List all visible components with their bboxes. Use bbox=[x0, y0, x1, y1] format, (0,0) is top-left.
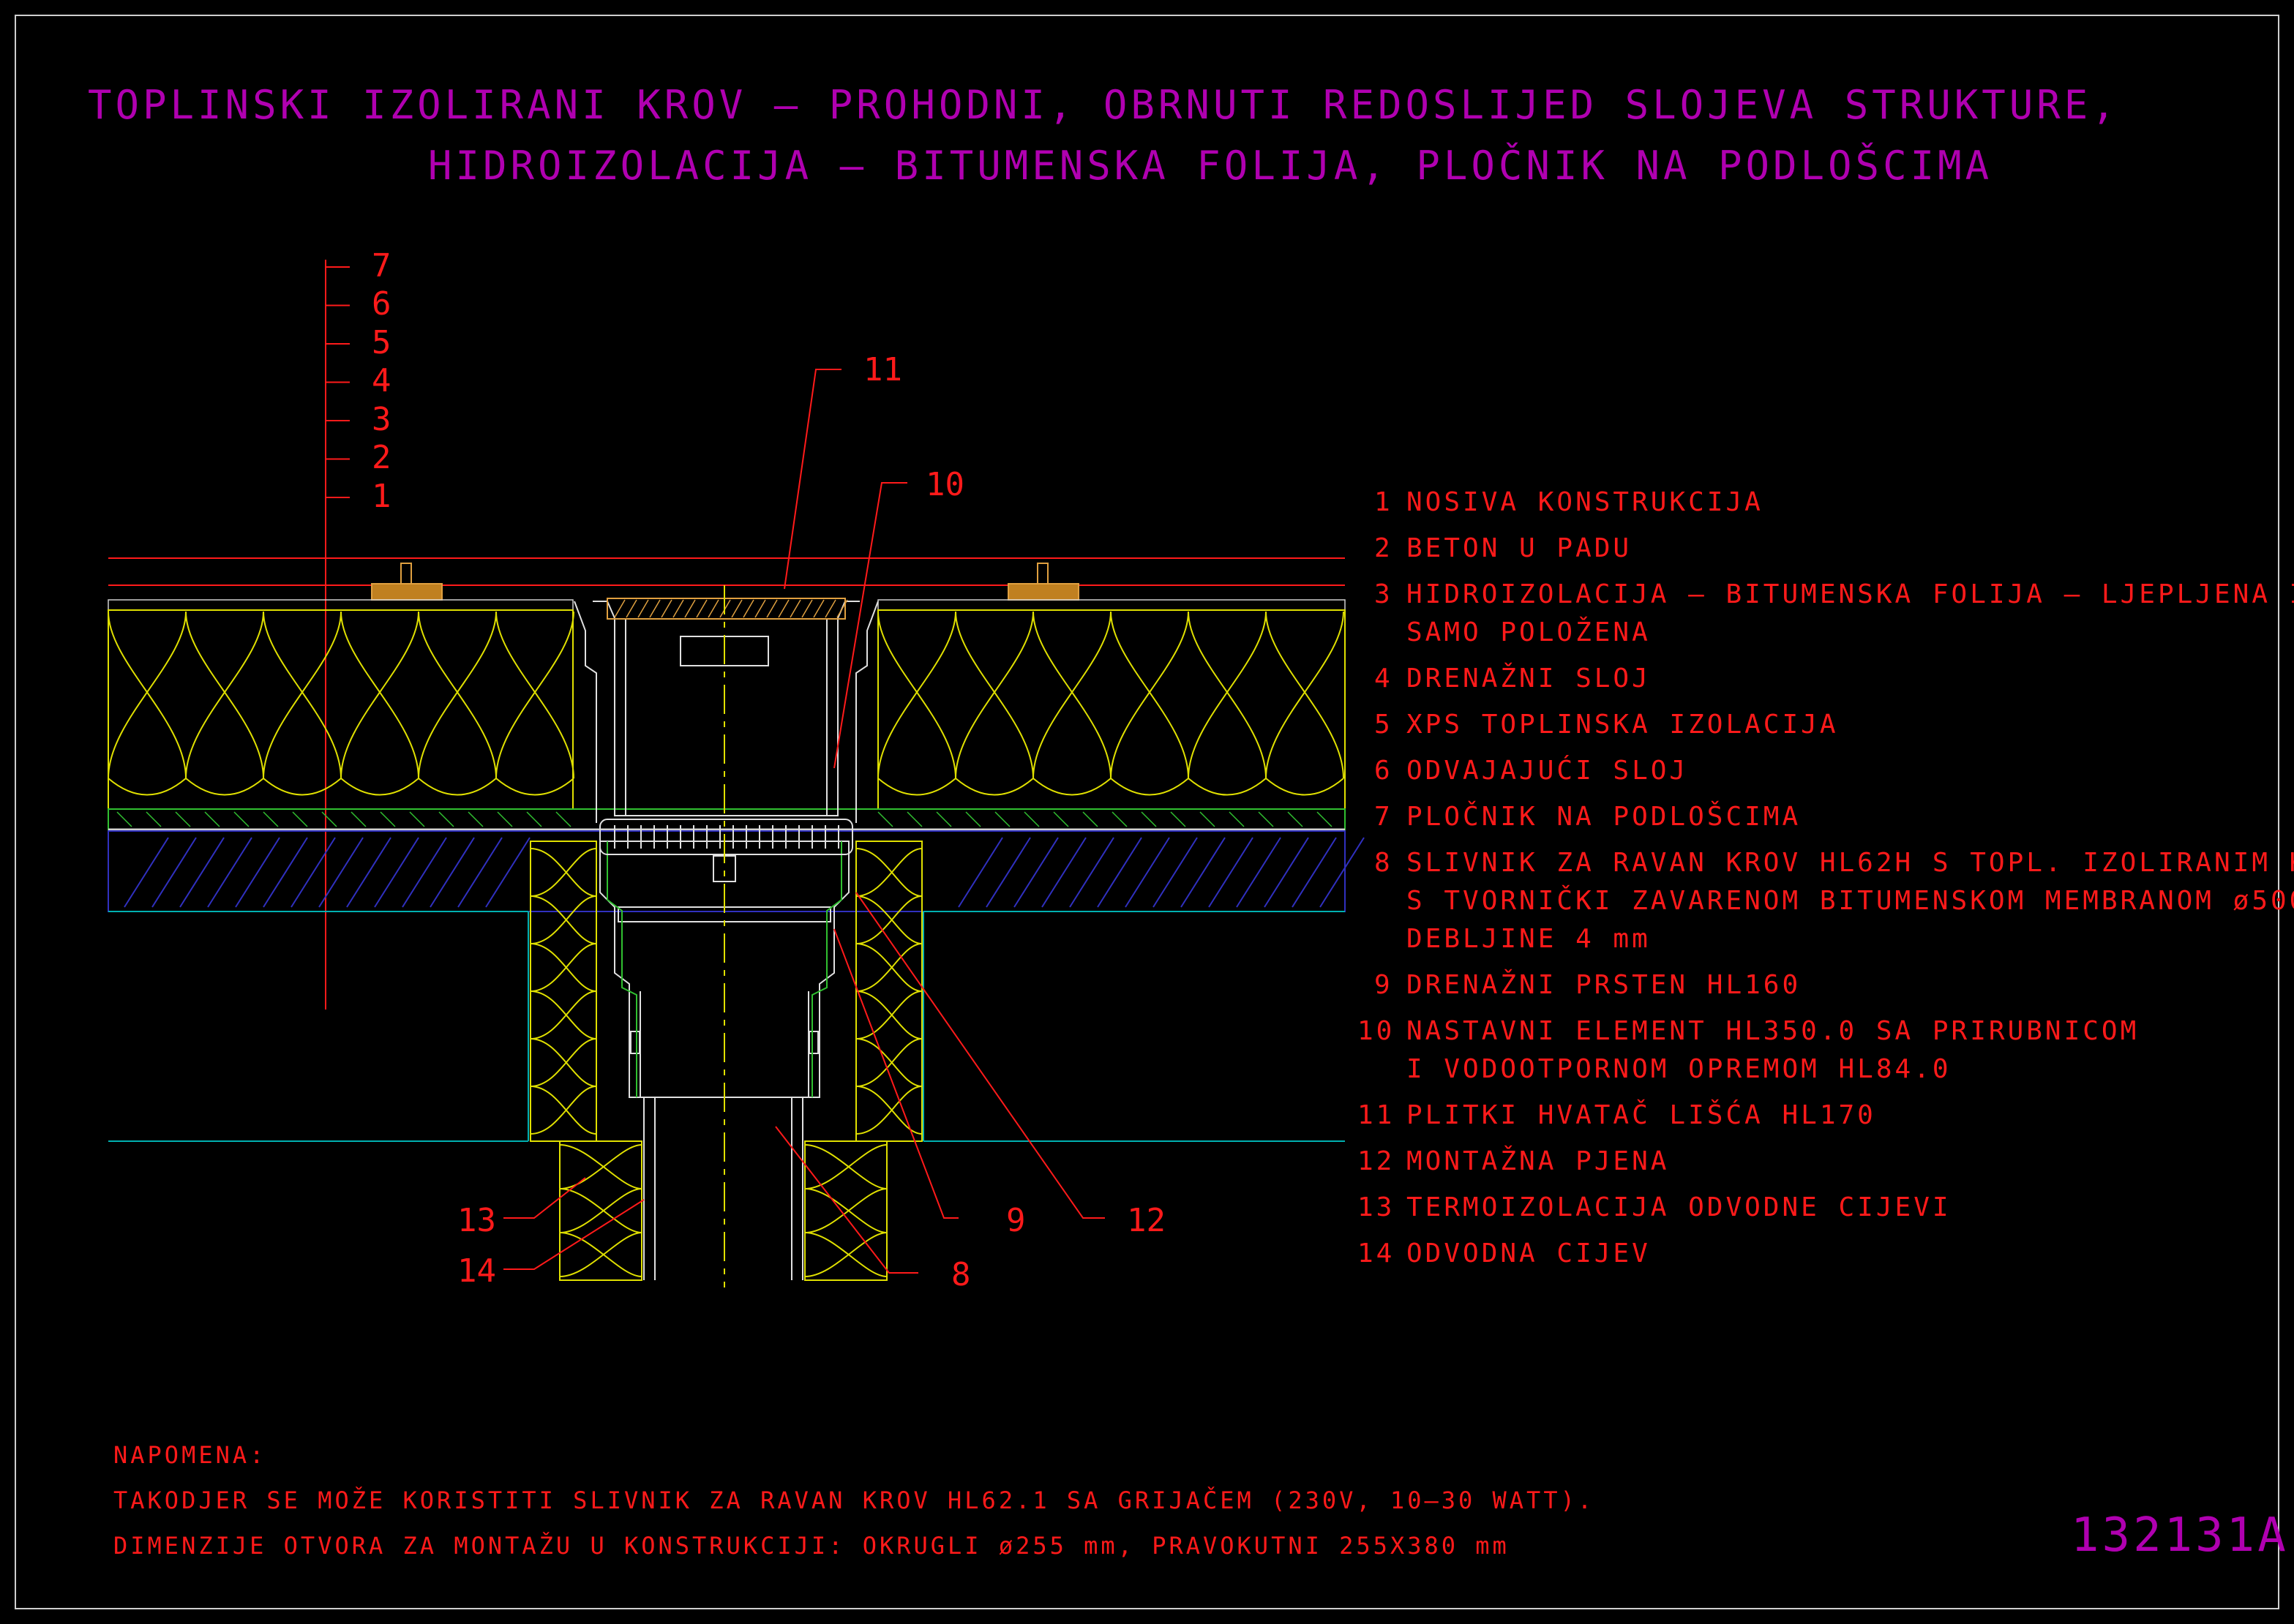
scale-label-4: 4 bbox=[372, 362, 391, 399]
scale-label-7: 7 bbox=[372, 247, 391, 285]
callout-8: 8 bbox=[951, 1256, 971, 1293]
mounting-foam-right bbox=[855, 841, 923, 1142]
legend-text: ODVODNA CIJEV bbox=[1406, 1238, 1651, 1268]
legend-number: 9 bbox=[1374, 970, 1393, 1000]
legend-number: 11 bbox=[1357, 1100, 1395, 1130]
legend-text: PLOČNIK NA PODLOŠCIMA bbox=[1406, 801, 1801, 832]
legend-text: SAMO POLOŽENA bbox=[1406, 617, 1651, 647]
callout-11: 11 bbox=[863, 351, 902, 388]
legend-text: S TVORNIČKI ZAVARENOM BITUMENSKOM MEMBRA… bbox=[1406, 885, 2294, 916]
legend-text: DRENAŽNI PRSTEN HL160 bbox=[1406, 969, 1801, 1000]
title-line-2: HIDROIZOLACIJA – BITUMENSKA FOLIJA, PLOČ… bbox=[428, 143, 1993, 189]
callout-14: 14 bbox=[457, 1252, 496, 1290]
pipe-insulation-left bbox=[559, 1140, 642, 1281]
scale-label-5: 5 bbox=[372, 324, 391, 361]
pipe-insulation-right bbox=[804, 1140, 888, 1281]
mounting-foam-left bbox=[530, 841, 597, 1142]
legend-text: BETON U PADU bbox=[1406, 533, 1632, 563]
drainage-ring bbox=[599, 819, 853, 855]
scale-label-1: 1 bbox=[372, 478, 391, 515]
legend-number: 3 bbox=[1374, 579, 1393, 609]
legend-text: DEBLJINE 4 mm bbox=[1406, 924, 1651, 954]
paver-pad-right bbox=[1008, 583, 1079, 601]
callout-10: 10 bbox=[926, 466, 964, 503]
note-line-1: TAKODJER SE MOŽE KORISTITI SLIVNIK ZA RA… bbox=[113, 1486, 1594, 1514]
legend-number: 10 bbox=[1357, 1016, 1395, 1046]
layer-scale: 7 6 5 4 3 2 1 bbox=[325, 247, 391, 1010]
legend-text: ODVAJAJUĆI SLOJ bbox=[1406, 755, 1688, 786]
roof-section bbox=[108, 557, 1365, 1287]
legend-number: 13 bbox=[1357, 1192, 1395, 1222]
callout-12: 12 bbox=[1127, 1202, 1166, 1239]
legend-text: I VODOOTPORNOM OPREMOM HL84.0 bbox=[1406, 1054, 1952, 1084]
separating-layer-left bbox=[108, 599, 574, 611]
sloped-concrete bbox=[108, 830, 1346, 912]
separating-layer-right bbox=[877, 599, 1346, 611]
legend-number: 1 bbox=[1374, 487, 1393, 517]
legend-number: 14 bbox=[1357, 1238, 1395, 1268]
note-heading: NAPOMENA: bbox=[113, 1441, 266, 1469]
note-line-2: DIMENZIJE OTVORA ZA MONTAŽU U KONSTRUKCI… bbox=[113, 1532, 1510, 1560]
legend-text: PLITKI HVATAČ LIŠĆA HL170 bbox=[1406, 1099, 1876, 1130]
legend-text: XPS TOPLINSKA IZOLACIJA bbox=[1406, 710, 1839, 740]
legend-number: 12 bbox=[1357, 1146, 1395, 1176]
title-line-1: TOPLINSKI IZOLIRANI KROV – PROHODNI, OBR… bbox=[88, 82, 2119, 128]
legend-number: 8 bbox=[1374, 848, 1393, 878]
legend-text: TERMOIZOLACIJA ODVODNE CIJEVI bbox=[1406, 1192, 1952, 1222]
legend-text: NASTAVNI ELEMENT HL350.0 SA PRIRUBNICOM bbox=[1406, 1016, 2139, 1046]
paver-pad-stem-right bbox=[1037, 563, 1049, 584]
callout-13: 13 bbox=[457, 1202, 496, 1239]
scale-label-3: 3 bbox=[372, 401, 391, 438]
scale-label-6: 6 bbox=[372, 285, 391, 323]
drawing-frame bbox=[15, 15, 2279, 1609]
legend-number: 6 bbox=[1374, 756, 1393, 786]
extension-element bbox=[574, 601, 879, 823]
paver-pad-stem-left bbox=[400, 563, 412, 584]
legend-number: 7 bbox=[1374, 802, 1393, 832]
callout-9: 9 bbox=[1006, 1202, 1026, 1239]
legend-text: HIDROIZOLACIJA – BITUMENSKA FOLIJA – LJE… bbox=[1406, 579, 2294, 609]
legend-number: 2 bbox=[1374, 533, 1393, 563]
legend-text: NOSIVA KONSTRUKCIJA bbox=[1406, 487, 1763, 517]
callout-leaders bbox=[503, 369, 1105, 1274]
legend-number: 5 bbox=[1374, 710, 1393, 740]
leaf-catcher bbox=[607, 598, 846, 620]
legend-text: DRENAŽNI SLOJ bbox=[1406, 663, 1651, 693]
paver-pad-left bbox=[371, 583, 443, 601]
legend-text: SLIVNIK ZA RAVAN KROV HL62H S TOPL. IZOL… bbox=[1406, 847, 2294, 878]
legend-text: MONTAŽNA PJENA bbox=[1406, 1146, 1669, 1176]
legend-number: 4 bbox=[1374, 663, 1393, 693]
drawing-code: 132131A bbox=[2071, 1508, 2289, 1563]
legend: 1 NOSIVA KONSTRUKCIJA 2 BETON U PADU 3 HIDROI… bbox=[1357, 487, 2294, 1268]
scale-label-2: 2 bbox=[372, 439, 391, 476]
